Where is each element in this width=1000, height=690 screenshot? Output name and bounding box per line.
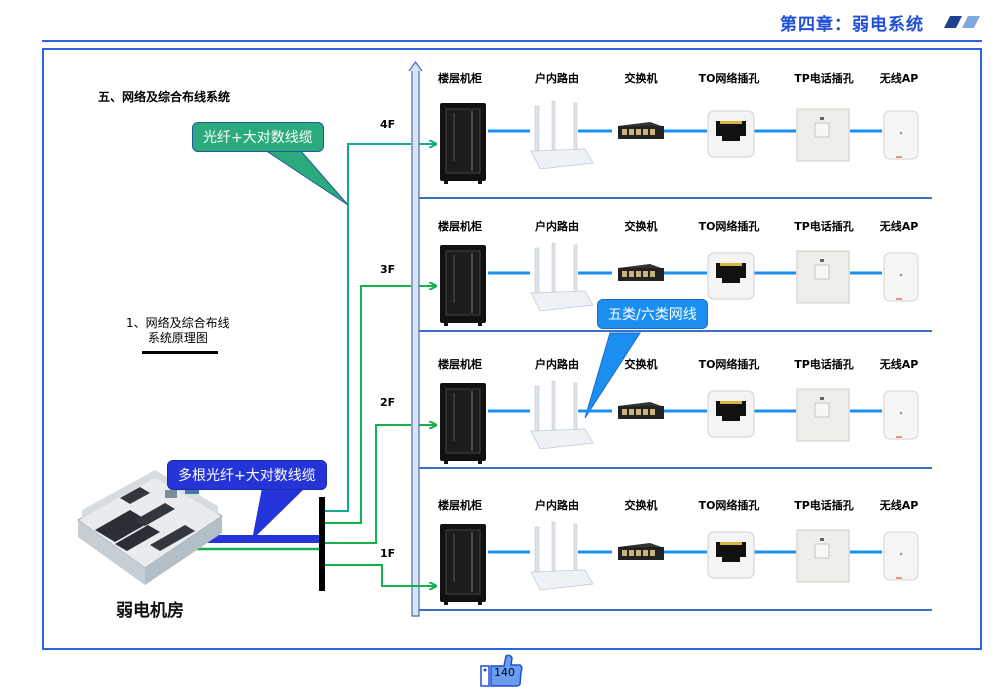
column-label: TP电话插孔 bbox=[794, 358, 854, 371]
wireless-ap-icon bbox=[883, 531, 919, 581]
header-accent-icon bbox=[944, 16, 980, 28]
column-label: 无线AP bbox=[879, 499, 919, 512]
page-badge: 140 bbox=[480, 652, 524, 690]
column-label: 楼层机柜 bbox=[438, 72, 482, 85]
column-label: 户内路由 bbox=[535, 220, 579, 233]
diagram-subtitle: 1、网络及综合布线 系统原理图 bbox=[126, 316, 230, 346]
riser-shaft bbox=[408, 60, 423, 617]
header-rule bbox=[42, 40, 982, 42]
switch-icon bbox=[618, 264, 664, 281]
column-label: 无线AP bbox=[879, 72, 919, 85]
phone-outlet-icon bbox=[796, 529, 850, 583]
callout-riser-cable: 光纤+大对数线缆 bbox=[192, 122, 324, 152]
switch-icon bbox=[618, 122, 664, 139]
floor-label: 2F bbox=[380, 396, 396, 409]
server-room-icon bbox=[77, 470, 223, 585]
subtitle-line-2: 系统原理图 bbox=[147, 331, 208, 345]
network-cabinet-icon bbox=[440, 524, 486, 605]
column-label: TP电话插孔 bbox=[794, 499, 854, 512]
floor-label: 4F bbox=[380, 118, 396, 131]
router-icon bbox=[530, 521, 594, 591]
switch-icon bbox=[618, 402, 664, 419]
feeder-1f bbox=[325, 564, 436, 586]
callout-tail-main bbox=[252, 488, 305, 540]
router-icon bbox=[530, 380, 594, 450]
column-label: 无线AP bbox=[879, 358, 919, 371]
phone-outlet-icon bbox=[796, 250, 850, 304]
column-label: 交换机 bbox=[624, 499, 658, 512]
content-frame bbox=[42, 48, 982, 650]
rj45-outlet-icon bbox=[707, 390, 755, 438]
column-label: TP电话插孔 bbox=[794, 72, 854, 85]
section-title: 五、网络及综合布线系统 bbox=[98, 90, 231, 104]
page-number: 140 bbox=[494, 666, 515, 679]
router-icon bbox=[530, 100, 594, 170]
column-label: TO网络插孔 bbox=[698, 499, 760, 512]
horizontal-links bbox=[488, 129, 882, 554]
column-label: 楼层机柜 bbox=[438, 220, 482, 233]
callout-tail-riser bbox=[263, 149, 349, 206]
subtitle-line-1: 1、网络及综合布线 bbox=[126, 316, 230, 330]
wireless-ap-icon bbox=[883, 110, 919, 160]
network-cabinet-icon bbox=[440, 103, 486, 184]
wireless-ap-icon bbox=[883, 390, 919, 440]
rj45-outlet-icon bbox=[707, 110, 755, 158]
column-label: 楼层机柜 bbox=[438, 499, 482, 512]
device-icons bbox=[440, 100, 919, 605]
column-label: TO网络插孔 bbox=[698, 220, 760, 233]
floor-label: 3F bbox=[380, 263, 396, 276]
rj45-outlet-icon bbox=[707, 252, 755, 300]
network-cabinet-icon bbox=[440, 383, 486, 464]
feeder-4f bbox=[325, 143, 411, 512]
chapter-title: 第四章：弱电系统 bbox=[780, 15, 924, 35]
subtitle-underline bbox=[142, 351, 218, 354]
network-cabinet-icon bbox=[440, 245, 486, 326]
main-cable-trunk bbox=[197, 535, 319, 543]
feeder-2f bbox=[325, 424, 411, 544]
column-label: 户内路由 bbox=[535, 358, 579, 371]
floor-label: 1F bbox=[380, 547, 396, 560]
column-label: TP电话插孔 bbox=[794, 220, 854, 233]
wireless-ap-icon bbox=[883, 252, 919, 302]
distribution-bus bbox=[319, 497, 325, 591]
callout-tail-horizontal bbox=[584, 332, 641, 419]
callout-main-cable: 多根光纤+大对数线缆 bbox=[167, 460, 327, 490]
column-label: 户内路由 bbox=[535, 499, 579, 512]
column-label: TO网络插孔 bbox=[698, 358, 760, 371]
machine-room-label: 弱电机房 bbox=[116, 601, 184, 621]
column-label: TO网络插孔 bbox=[698, 72, 760, 85]
feeder-3f bbox=[325, 285, 411, 524]
column-label: 无线AP bbox=[879, 220, 919, 233]
rj45-outlet-icon bbox=[707, 531, 755, 579]
column-label: 楼层机柜 bbox=[438, 358, 482, 371]
switch-icon bbox=[618, 543, 664, 560]
thumbs-up-icon bbox=[480, 654, 523, 687]
phone-outlet-icon bbox=[796, 108, 850, 162]
callout-horizontal-cable: 五类/六类网线 bbox=[597, 299, 708, 329]
column-label: 交换机 bbox=[624, 72, 658, 85]
column-label: 户内路由 bbox=[535, 72, 579, 85]
column-label: 交换机 bbox=[624, 358, 658, 371]
phone-outlet-icon bbox=[796, 388, 850, 442]
column-label: 交换机 bbox=[624, 220, 658, 233]
router-icon bbox=[530, 242, 594, 312]
